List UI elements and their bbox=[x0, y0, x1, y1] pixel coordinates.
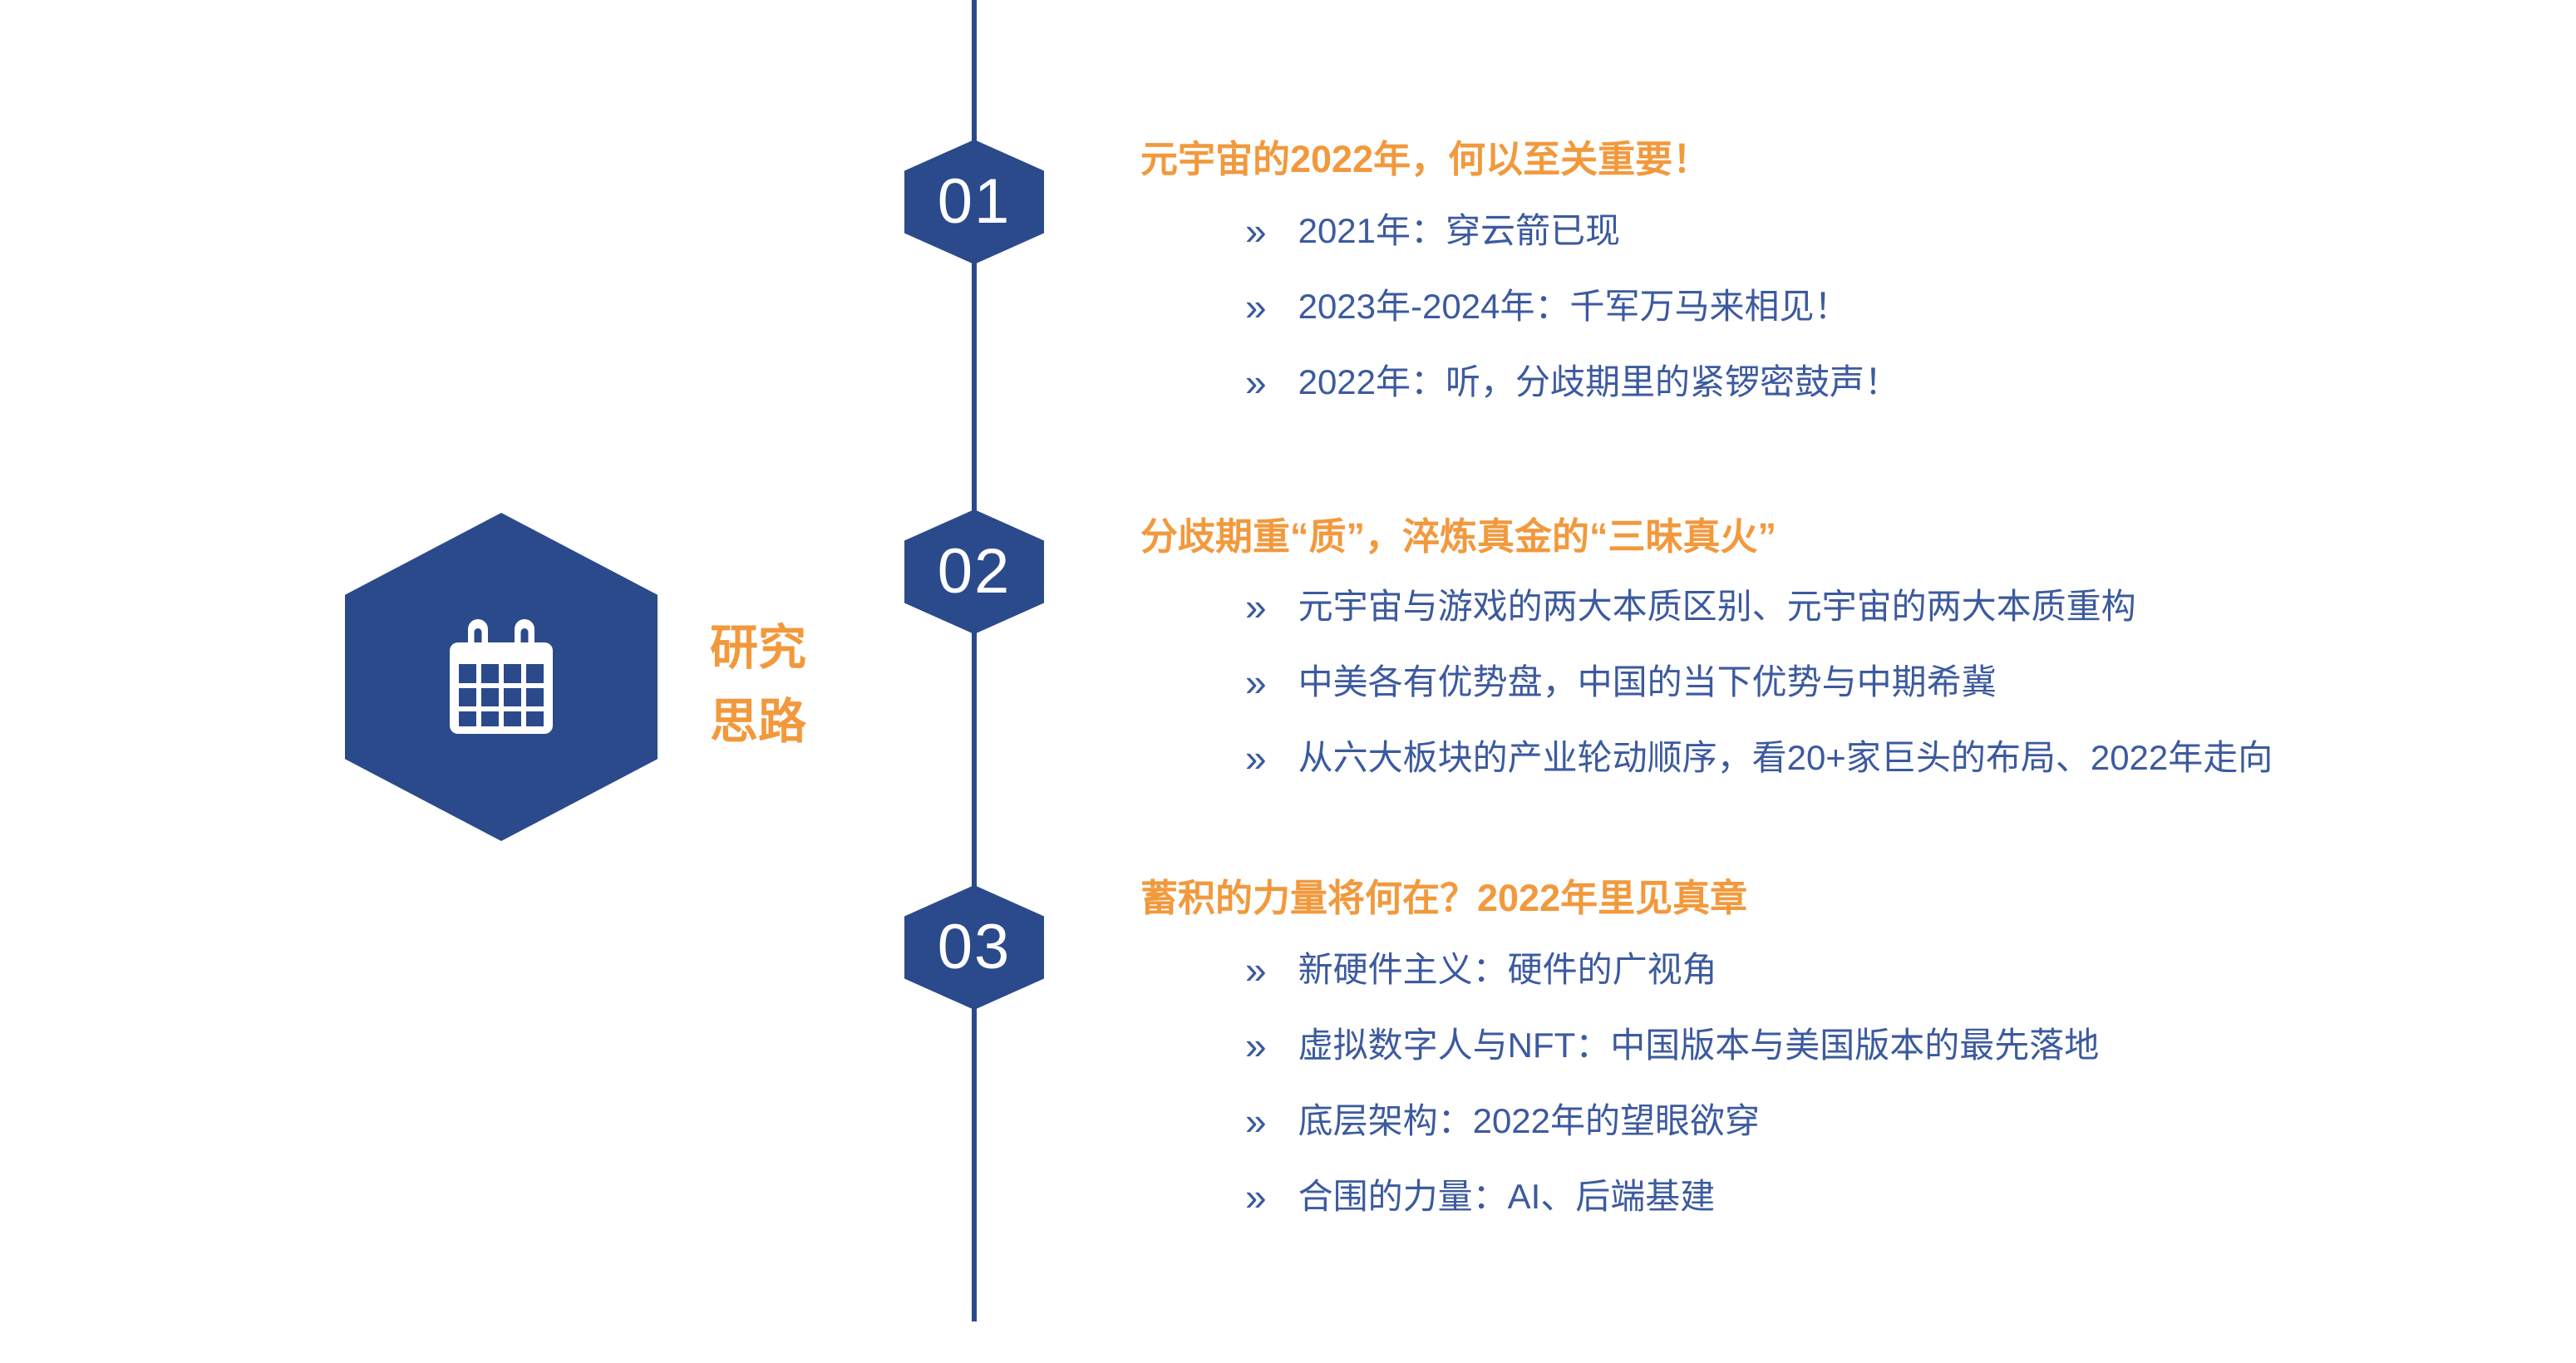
step-hexagon-01: 01 bbox=[904, 140, 1044, 264]
bullet-text: 元宇宙与游戏的两大本质区别、元宇宙的两大本质重构 bbox=[1298, 586, 2136, 626]
bullet-marker-icon: » bbox=[1245, 360, 1267, 404]
bullet-marker-icon: » bbox=[1245, 947, 1267, 991]
bullet-item: » 底层架构：2022年的望眼欲穿 bbox=[1245, 1083, 2099, 1159]
research-approach-line2: 思路 bbox=[710, 694, 807, 749]
bullet-item: » 元宇宙与游戏的两大本质区别、元宇宙的两大本质重构 bbox=[1245, 568, 2273, 644]
bullet-marker-icon: » bbox=[1245, 584, 1267, 628]
bullet-item: » 2022年：听，分歧期里的紧锣密鼓声！ bbox=[1245, 344, 1899, 420]
research-approach-line1: 研究 bbox=[710, 621, 807, 675]
bullet-item: » 新硬件主义：硬件的广视角 bbox=[1245, 932, 2099, 1007]
step-number: 02 bbox=[937, 536, 1012, 607]
bullet-text: 2023年-2024年：千军万马来相见！ bbox=[1298, 286, 1849, 326]
bullet-marker-icon: » bbox=[1245, 1174, 1267, 1218]
calendar-grid bbox=[459, 664, 544, 726]
bullet-text: 从六大板块的产业轮动顺序，看20+家巨头的布局、2022年走向 bbox=[1298, 737, 2273, 777]
bullet-marker-icon: » bbox=[1245, 1023, 1267, 1067]
bullet-item: » 中美各有优势盘，中国的当下优势与中期希冀 bbox=[1245, 644, 2273, 720]
research-approach-label: 研究 思路 bbox=[710, 612, 806, 759]
bullet-text: 中美各有优势盘，中国的当下优势与中期希冀 bbox=[1298, 662, 1997, 701]
bullet-text: 新硬件主义：硬件的广视角 bbox=[1298, 949, 1717, 989]
calendar-icon bbox=[450, 619, 553, 734]
bullet-text: 虚拟数字人与NFT：中国版本与美国版本的最先落地 bbox=[1298, 1025, 2100, 1065]
bullet-item: » 2021年：穿云箭已现 bbox=[1245, 193, 1899, 268]
timeline-line bbox=[972, 0, 977, 1321]
section-bullets-03: » 新硬件主义：硬件的广视角 » 虚拟数字人与NFT：中国版本与美国版本的最先落地 » 底… bbox=[1245, 932, 2099, 1234]
step-hexagon-03: 03 bbox=[904, 885, 1044, 1010]
calendar-body bbox=[450, 642, 553, 734]
bullet-item: » 合围的力量：AI、后端基建 bbox=[1245, 1159, 2099, 1234]
bullet-marker-icon: » bbox=[1245, 1099, 1267, 1143]
bullet-text: 2021年：穿云箭已现 bbox=[1298, 210, 1621, 250]
step-hexagon-02: 02 bbox=[904, 509, 1044, 634]
bullet-text: 2022年：听，分歧期里的紧锣密鼓声！ bbox=[1298, 362, 1900, 401]
section-title-02: 分歧期重“质”，淬炼真金的“三昧真火” bbox=[1140, 515, 1777, 558]
bullet-marker-icon: » bbox=[1245, 660, 1267, 704]
section-bullets-01: » 2021年：穿云箭已现 » 2023年-2024年：千军万马来相见！ » 2022年：… bbox=[1245, 193, 1899, 420]
bullet-item: » 从六大板块的产业轮动顺序，看20+家巨头的布局、2022年走向 bbox=[1245, 720, 2273, 795]
section-bullets-02: » 元宇宙与游戏的两大本质区别、元宇宙的两大本质重构 » 中美各有优势盘，中国的当下优… bbox=[1245, 568, 2273, 795]
bullet-item: » 虚拟数字人与NFT：中国版本与美国版本的最先落地 bbox=[1245, 1007, 2099, 1083]
bullet-item: » 2023年-2024年：千军万马来相见！ bbox=[1245, 268, 1899, 344]
section-title-01: 元宇宙的2022年，何以至关重要！ bbox=[1140, 138, 1711, 180]
section-title-03: 蓄积的力量将何在？2022年里见真章 bbox=[1140, 877, 1748, 919]
bullet-text: 合围的力量：AI、后端基建 bbox=[1298, 1176, 1716, 1216]
bullet-marker-icon: » bbox=[1245, 209, 1267, 253]
bullet-marker-icon: » bbox=[1245, 284, 1267, 328]
bullet-text: 底层架构：2022年的望眼欲穿 bbox=[1298, 1100, 1761, 1140]
step-number: 03 bbox=[937, 912, 1012, 982]
step-number: 01 bbox=[937, 166, 1012, 237]
bullet-marker-icon: » bbox=[1245, 736, 1267, 780]
research-topic-hexagon bbox=[345, 513, 658, 841]
